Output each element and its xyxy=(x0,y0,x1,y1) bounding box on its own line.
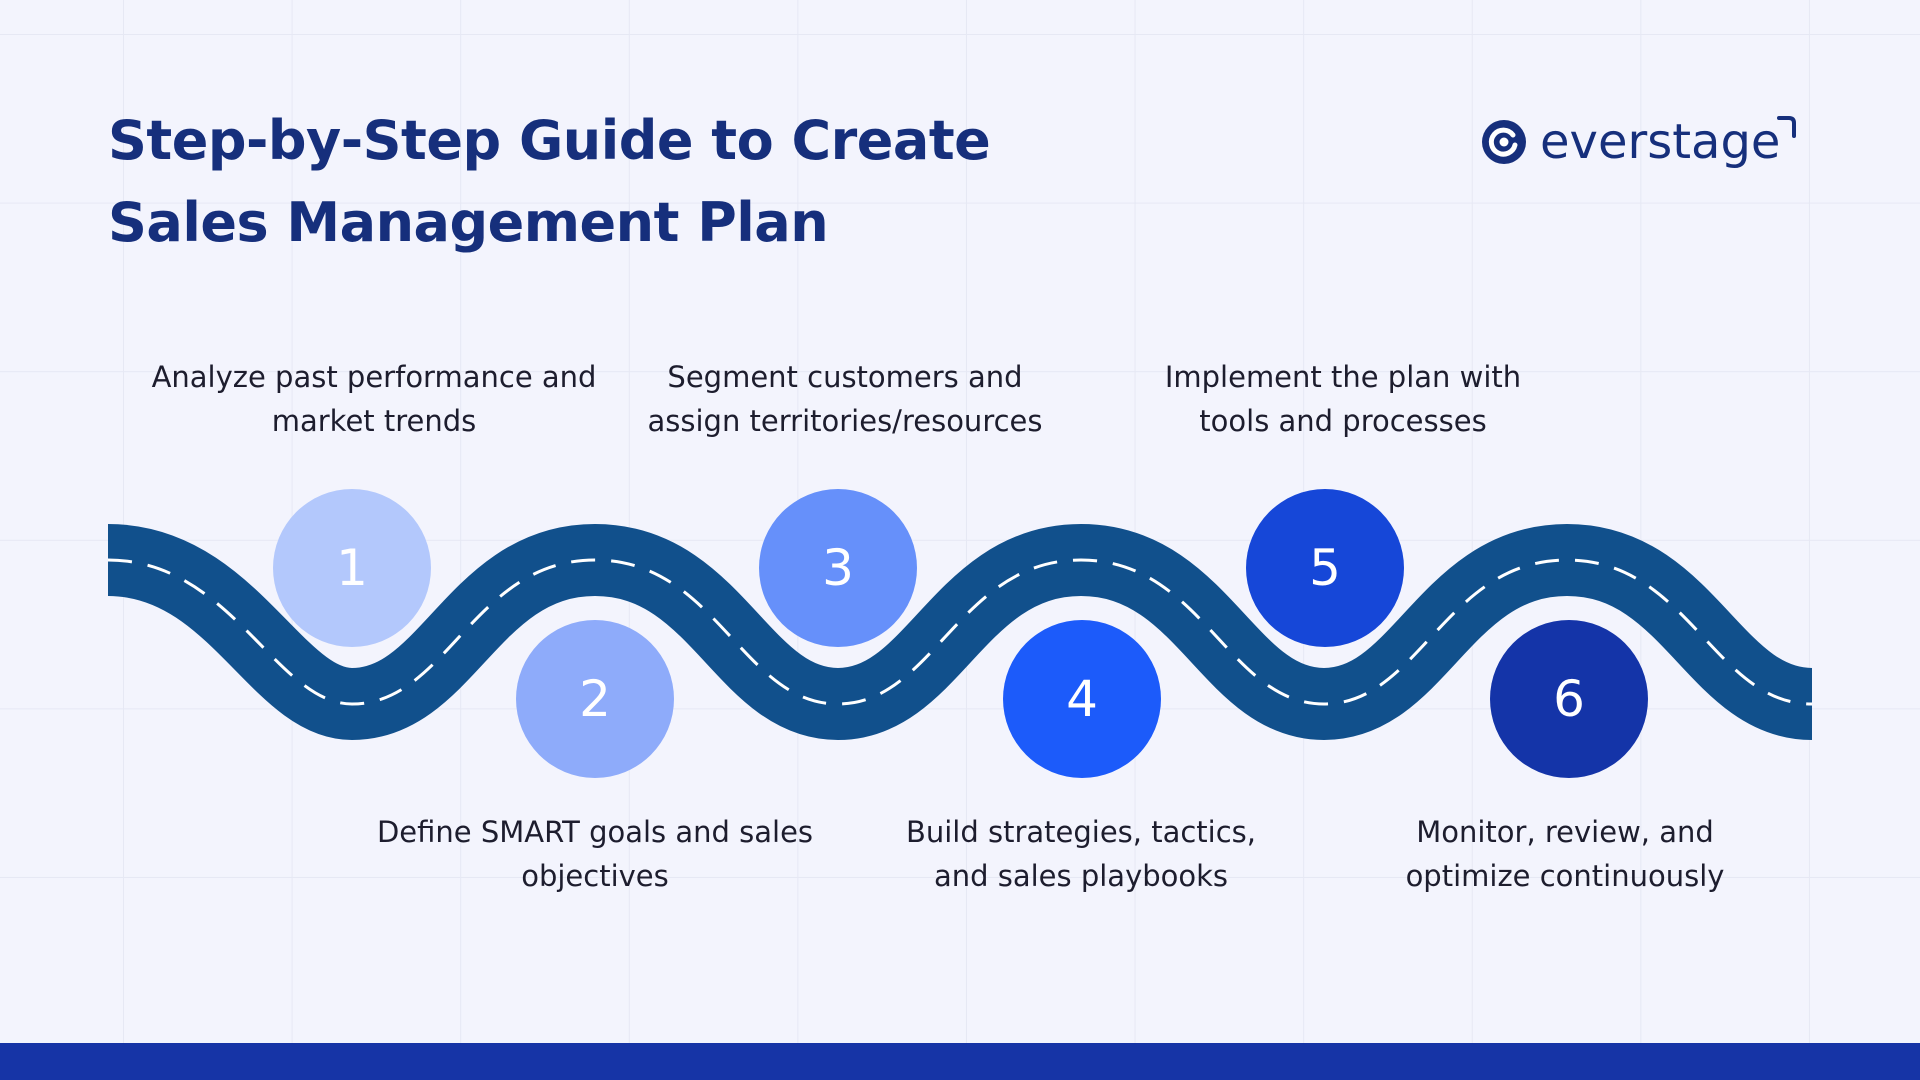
step-1-number: 1 xyxy=(336,539,368,597)
step-6-circle: 6 xyxy=(1490,620,1648,778)
step-4-circle: 4 xyxy=(1003,620,1161,778)
step-2-circle: 2 xyxy=(516,620,674,778)
step-2-caption: Define SMART goals and sales objectives xyxy=(365,810,825,898)
step-6-caption: Monitor, review, and optimize continuous… xyxy=(1380,810,1750,898)
step-5-caption: Implement the plan with tools and proces… xyxy=(1133,355,1553,443)
step-6-number: 6 xyxy=(1553,670,1585,728)
step-2-number: 2 xyxy=(579,670,611,728)
step-3-caption: Segment customers and assign territories… xyxy=(620,355,1070,443)
step-4-number: 4 xyxy=(1066,670,1098,728)
step-1-circle: 1 xyxy=(273,489,431,647)
step-1-caption: Analyze past performance and market tren… xyxy=(144,355,604,443)
step-5-number: 5 xyxy=(1309,539,1341,597)
step-5-circle: 5 xyxy=(1246,489,1404,647)
step-3-number: 3 xyxy=(822,539,854,597)
step-3-circle: 3 xyxy=(759,489,917,647)
step-4-caption: Build strategies, tactics, and sales pla… xyxy=(876,810,1286,898)
footer-bar xyxy=(0,1043,1920,1080)
